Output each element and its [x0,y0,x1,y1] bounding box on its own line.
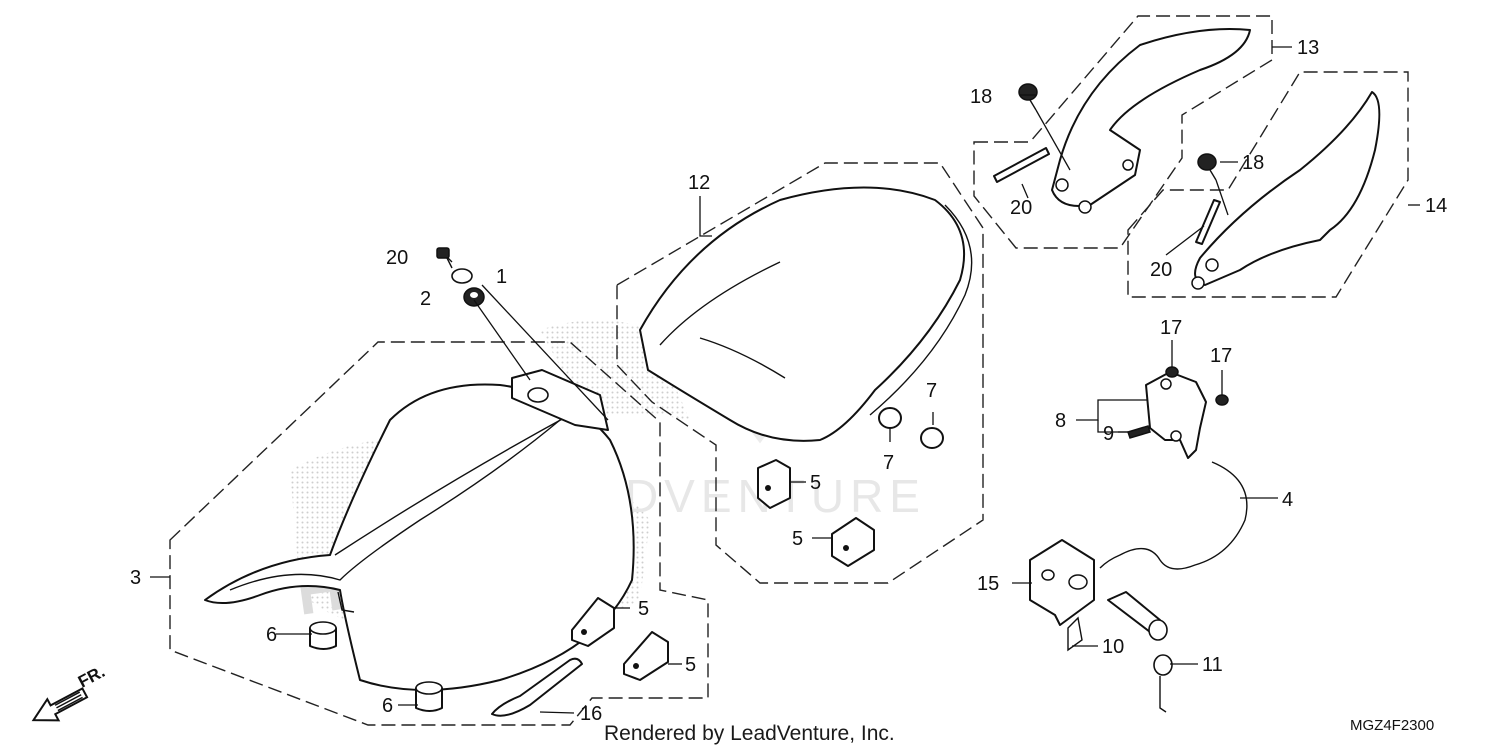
seat-lock-cable-4 [1099,461,1248,570]
pillion-seat-group-outline [616,162,984,584]
pillion-seat [639,186,973,442]
front-direction-indicator: FR. [31,662,108,722]
seat-lock-body-15 [1029,539,1095,626]
bolt-19 [436,247,453,269]
nut-2 [463,287,485,307]
callout-8: 8 [1055,410,1066,432]
cushion-7b [920,427,944,449]
callout-6-lower: 6 [382,695,393,717]
callout-4: 4 [1282,489,1293,511]
callout-13: 13 [1297,37,1319,59]
callout-5-c: 5 [638,598,649,620]
pin-20-upper [993,147,1050,183]
callout-19: 20 [386,247,408,269]
cushion-7a [878,407,902,429]
callout-16: 16 [580,703,602,725]
lock-clip-10 [1067,616,1083,652]
bolt-18-upper [1018,83,1038,111]
callout-7-a: 7 [926,380,937,402]
rubber-block-5a [757,459,791,509]
latch-spring-9 [1127,425,1151,439]
bushing-6-upper [309,621,337,650]
callout-14: 14 [1425,195,1447,217]
seat-latch-8 [1145,371,1207,459]
bushing-6-lower [415,681,443,712]
callout-20-upper: 20 [1010,197,1032,219]
callout-5-d: 5 [685,654,696,676]
callout-6-upper: 6 [266,624,277,646]
right-grab-rail-group-outline [973,15,1273,249]
grab-rail-13 [1051,28,1251,214]
callout-17-right: 17 [1210,345,1232,367]
callout-17-left: 17 [1160,317,1182,339]
rubber-block-5b [831,517,875,567]
screw-17-right [1215,394,1229,406]
front-arrow-icon [31,687,89,722]
callout-2: 2 [420,288,431,310]
callout-7-b: 7 [883,452,894,474]
front-label: FR. [75,662,108,692]
rider-seat [204,369,635,691]
callout-18-lower: 18 [1242,152,1264,174]
callout-11: 11 [1202,654,1223,676]
callout-15: 15 [977,573,999,595]
rider-seat-group-outline [169,341,709,726]
callout-1: 1 [496,266,507,288]
callout-12: 12 [688,172,710,194]
seat-bracket-hole [527,387,549,403]
callout-3: 3 [130,567,141,589]
diagram-code: MGZ4F2300 [1350,717,1434,734]
rubber-block-5d [623,631,669,681]
callout-20-lower: 20 [1150,259,1172,281]
bolt-18-lower [1197,153,1217,181]
washer-1 [451,268,473,284]
callout-10: 10 [1102,636,1124,658]
left-grab-rail-group-outline [1127,71,1409,298]
seat-seal-16 [491,657,583,717]
callout-5-a: 5 [810,472,821,494]
callout-5-b: 5 [792,528,803,550]
grab-rail-14 [1191,91,1381,290]
screw-17-left [1165,366,1179,378]
key-cylinder-and-keys-11 [1107,591,1173,713]
rubber-block-5c [571,597,615,647]
render-credit: Rendered by LeadVenture, Inc. [604,722,895,745]
callout-18-upper: 18 [970,86,992,108]
pin-20-lower [1195,199,1221,245]
callout-9: 9 [1103,423,1114,445]
